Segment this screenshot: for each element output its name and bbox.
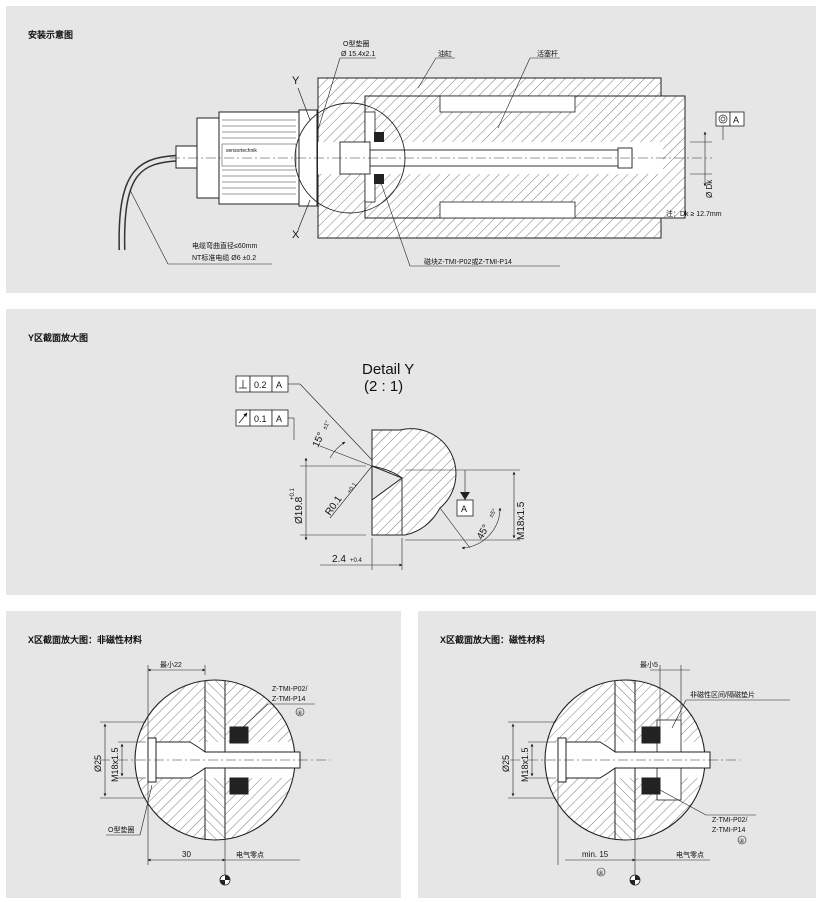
x-mag-circle-num: ④ [739, 838, 744, 845]
angle1-tol: ±1° [322, 420, 332, 431]
y-mark: Y [292, 75, 300, 87]
detail-y-heading: Detail Y [362, 361, 414, 378]
x-nonmag-magnet-bottom [229, 777, 249, 795]
cable-std-label: NT标准电缆 Ø6 ±0.2 [192, 253, 256, 262]
cylinder-label: 油缸 [438, 49, 452, 58]
x-mag-dia: Ø25 [501, 755, 511, 772]
bore-section [371, 428, 457, 536]
x-mag-magnet-top [641, 726, 661, 744]
detail-y-scale: (2 : 1) [364, 378, 403, 395]
concentricity-symbol [715, 111, 731, 127]
x-mag-drawing: 最小5 非磁性区间/隔磁垫片 Ø25 M18x1.5 Z-TMI-P02/ Z-… [501, 660, 790, 886]
depth-label: 2.4 [332, 554, 346, 565]
x-mag-zero: 电气零点 [676, 850, 704, 859]
cable-bend-label: 电缆弯曲直径≤60mm [192, 241, 257, 250]
x-nonmag-oring: O型垫圈 [108, 825, 134, 834]
tol1-ref: A [276, 380, 282, 390]
x-nonmag-min: 最小22 [160, 660, 182, 669]
x-nonmag-drawing: 最小22 Z-TMI-P02/ Z-TMI-P14 ④ Ø25 M18x1.5 … [93, 660, 330, 886]
x-nonmag-magnet-top [229, 726, 249, 744]
x-mag-spacer: 非磁性区间/隔磁垫片 [690, 690, 755, 699]
tol2-value: 0.1 [254, 414, 267, 424]
angle2-label: 45° [475, 523, 492, 542]
x-mag-thread: M18x1.5 [520, 747, 530, 782]
tol1-value: 0.2 [254, 380, 267, 390]
connector [175, 145, 199, 169]
detail-y-title: Y区截面放大图 [28, 333, 89, 343]
x-nonmag-zero: 电气零点 [236, 850, 264, 859]
x-nonmag-magnet-b: Z-TMI-P14 [272, 696, 306, 703]
radius-label: R0.1 [323, 494, 344, 518]
magnet-label: 磁块Z-TMI-P02或Z-TMI-P14 [424, 257, 512, 266]
dia-tol: +0.1 [290, 487, 296, 500]
dia-label: Ø19.8 [294, 496, 305, 524]
cable [118, 154, 181, 251]
x-nonmag-dia: Ø25 [93, 755, 103, 772]
dk-note: 注：Dk ≥ 12.7mm [666, 209, 722, 218]
x-mag-magnet-a: Z-TMI-P02/ [712, 817, 747, 824]
x-mag-min15: min. 15 [582, 850, 609, 859]
oring-label: O型垫圈 [343, 39, 369, 48]
x-nonmag-title: X区截面放大图：非磁性材料 [28, 635, 143, 645]
detail-datum: A [461, 504, 467, 514]
x-mag-min: 最小5 [640, 660, 658, 669]
install-title: 安装示意图 [28, 30, 74, 40]
x-nonmag-circle-num: ④ [297, 710, 302, 717]
magnet-top [374, 132, 384, 142]
angle2-tol: ±5° [489, 508, 499, 519]
piston-rod-label: 活塞杆 [537, 49, 558, 58]
detail-circle [294, 102, 406, 214]
x-mag-circle-num2: ④ [598, 870, 603, 877]
install-datum: A [733, 115, 739, 125]
depth-tol: +0.4 [350, 558, 363, 564]
x-nonmag-len: 30 [182, 850, 191, 859]
x-nonmag-magnet-a: Z-TMI-P02/ [272, 686, 307, 693]
radius-tol: +0.1 [347, 481, 359, 495]
install-drawing: sensortechnik Y X O型垫圈 Ø 15.4x2.1 油缸 活塞 [118, 39, 745, 267]
x-mag-magnet-bottom [641, 777, 661, 795]
x-nonmag-thread: M18x1.5 [110, 747, 120, 782]
brand-label: sensortechnik [226, 148, 257, 154]
magnet-bottom [374, 174, 384, 184]
tol2-ref: A [276, 414, 282, 424]
x-mark: X [292, 229, 300, 241]
x-mag-magnet-b: Z-TMI-P14 [712, 827, 746, 834]
detail-y-drawing: Detail Y (2 : 1) 0.2 A 0.1 A 15° ±1° Ø [235, 361, 527, 570]
dk-label: Ø Dk [705, 179, 714, 198]
thread-label: M18x1.5 [516, 501, 527, 540]
angle1-label: 15° [311, 431, 327, 449]
oring-dim: Ø 15.4x2.1 [341, 51, 375, 58]
x-mag-title: X区截面放大图：磁性材料 [440, 635, 546, 645]
